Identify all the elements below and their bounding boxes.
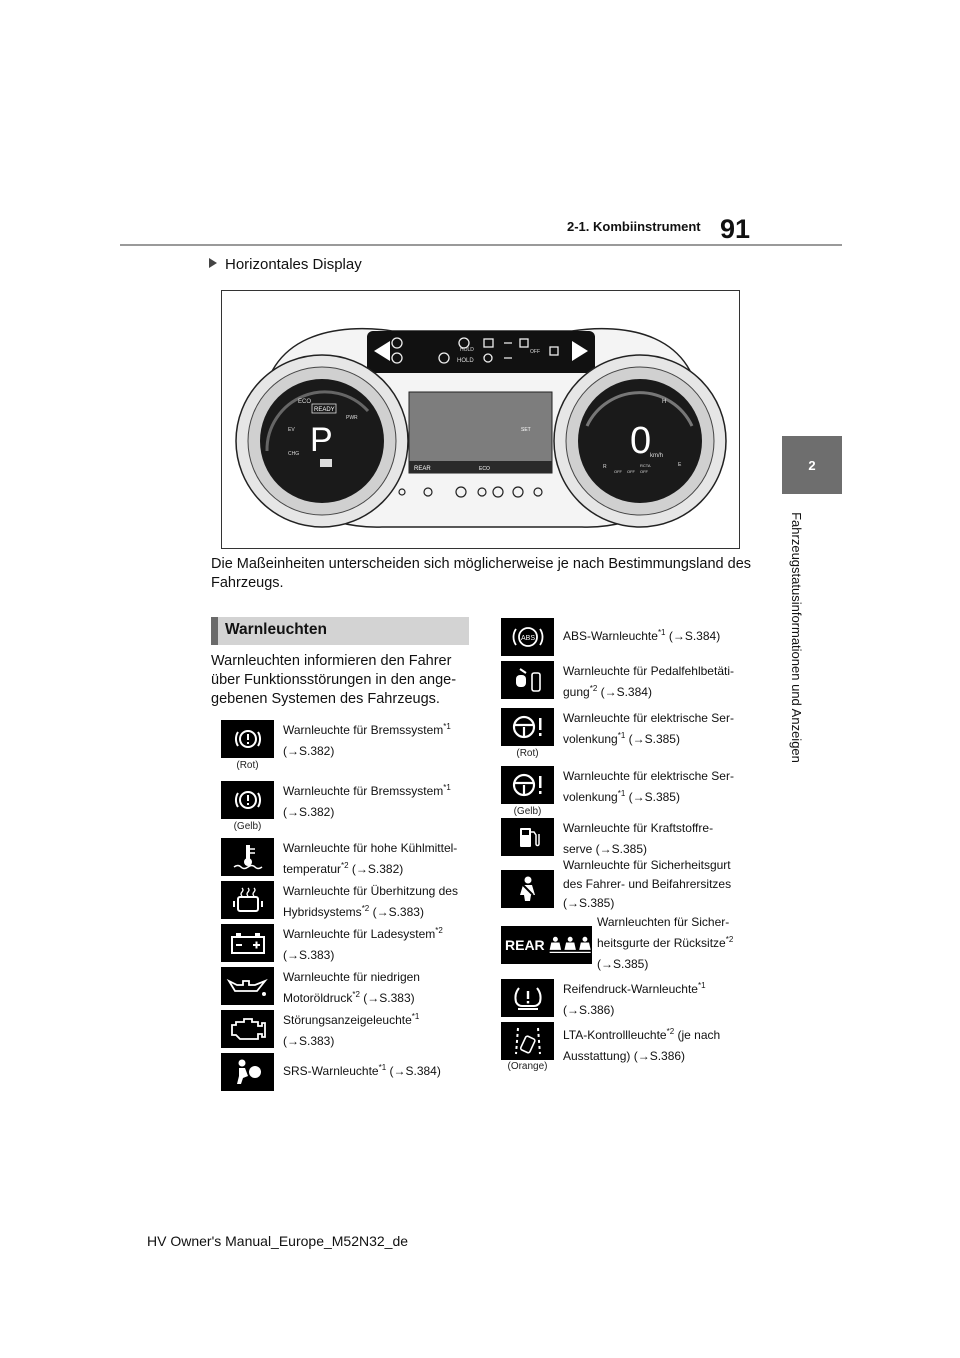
rcta-label: RCTA [640, 463, 651, 468]
color-caption: (Gelb) [513, 806, 542, 817]
warning-entry: Warnleuchte für Ladesystem*2(→S.383) [221, 924, 483, 964]
brake-warning-icon [221, 720, 274, 758]
off-label-3: OFF [640, 469, 649, 474]
abs-icon: ABS [501, 618, 554, 656]
warning-entry: (Rot) Warnleuchte für elektrische Ser-vo… [501, 708, 763, 759]
warning-entry: Reifendruck-Warnleuchte*1(→S.386) [501, 979, 763, 1019]
chapter-tab: 2 [782, 436, 842, 494]
entry-description: Störungsanzeigeleuchte*1(→S.383) [283, 1012, 420, 1049]
section-header-title: Warnleuchten [225, 621, 327, 638]
coolant-temperature-icon [221, 838, 274, 876]
tire-pressure-icon [501, 979, 554, 1017]
r-label: R [603, 464, 607, 470]
hybrid-overheat-icon [221, 881, 274, 919]
chapter-title: Fahrzeugstatusinformationen und Anzeigen [788, 512, 804, 763]
entry-description: Warnleuchte für Kraftstoffre-serve (→S.3… [563, 821, 714, 856]
eco-display-label: ECO [479, 466, 490, 472]
bullet-heading: Horizontales Display [209, 256, 362, 273]
gear-indicator: P [310, 421, 333, 459]
entry-description: Warnleuchte für Bremssystem*1(→S.382) [283, 783, 451, 820]
oil-pressure-icon [221, 967, 274, 1005]
turn-right-arrow-icon [572, 341, 588, 361]
entry-description: Warnleuchte für elektrische Ser-volenkun… [563, 711, 734, 746]
rear-seat-icons [549, 936, 591, 954]
chg-label: CHG [288, 451, 299, 457]
entry-description: ABS-Warnleuchte*1 (→S.384) [563, 628, 721, 644]
instrument-cluster-figure: HOLD HOLD OFF ECO READY PWR P EV CHG REA… [221, 290, 740, 549]
intro-paragraph: Warnleuchten informieren den Fahrer über… [211, 653, 457, 707]
eco-label: ECO [298, 399, 311, 405]
section-title: 2-1. Kombiinstrument [567, 219, 701, 234]
warning-entry: (Gelb) Warnleuchte für elektrische Ser-v… [501, 766, 763, 817]
battery-icon [221, 924, 274, 962]
section-header: Warnleuchten [211, 617, 469, 645]
seatbelt-icon [501, 870, 554, 908]
ready-label: READY [314, 407, 335, 413]
pwr-label: PWR [346, 415, 358, 421]
footer-text: HV Owner's Manual_Europe_M52N32_de [147, 1233, 409, 1249]
bullet-text: Horizontales Display [225, 256, 362, 273]
header-divider [120, 244, 842, 246]
lta-icon [501, 1022, 554, 1060]
pedal-misoperation-icon [501, 661, 554, 699]
color-caption: (Rot) [516, 748, 539, 759]
warning-entry: REAR Warnleuchten für Sicher-heitsgurte … [501, 915, 763, 971]
hold-top-label: HOLD [460, 347, 474, 353]
entry-description: Warnleuchte für Pedalfehlbetäti-gung*2 (… [563, 664, 734, 699]
rear-display-label: REAR [414, 466, 431, 472]
entry-description: SRS-Warnleuchte*1 (→S.384) [283, 1063, 441, 1079]
entry-description: Warnleuchte für Bremssystem*1(→S.382) [283, 722, 451, 759]
rear-seatbelt-icon: REAR [501, 926, 592, 964]
ev-label: EV [288, 427, 295, 433]
off-label-1: OFF [614, 469, 623, 474]
brake-warning-icon [221, 781, 274, 819]
page-number: 91 [720, 214, 751, 244]
warning-entry: Warnleuchte für hohe Kühlmittel-temperat… [221, 838, 483, 878]
fuel-icon [501, 818, 554, 856]
check-engine-icon [221, 1010, 274, 1048]
warning-entry: Warnleuchte für Pedalfehlbetäti-gung*2 (… [501, 661, 763, 701]
instrument-cluster-illustration: HOLD HOLD OFF ECO READY PWR P EV CHG REA… [235, 327, 727, 528]
rear-seatbelt-label: REAR [505, 937, 545, 953]
section-header-bar [211, 617, 218, 645]
entry-description: Warnleuchte für hohe Kühlmittel-temperat… [283, 841, 458, 876]
warning-entry: (Rot) Warnleuchte für Bremssystem*1(→S.3… [221, 720, 483, 771]
power-steering-icon [501, 766, 554, 804]
svg-text:ABS: ABS [521, 635, 535, 642]
set-label: SET [521, 427, 531, 433]
triangle-bullet-icon [209, 258, 217, 268]
chapter-side-label: Fahrzeugstatusinformationen und Anzeigen [781, 505, 811, 770]
color-caption: (Rot) [236, 760, 259, 771]
e-label: E [678, 462, 682, 468]
entry-description: Warnleuchte für elektrische Ser-volenkun… [563, 769, 734, 804]
warning-entry: (Gelb) Warnleuchte für Bremssystem*1(→S.… [221, 781, 483, 832]
entry-description: Reifendruck-Warnleuchte*1(→S.386) [563, 981, 706, 1018]
speed-unit: km/h [650, 453, 663, 459]
warning-entry: Störungsanzeigeleuchte*1(→S.383) [221, 1010, 483, 1050]
turn-left-arrow-icon [374, 341, 390, 361]
color-caption: (Gelb) [233, 821, 262, 832]
warning-entry: SRS-Warnleuchte*1 (→S.384) [221, 1053, 483, 1093]
h-label: H [662, 399, 666, 405]
warning-entry: Warnleuchte für Kraftstoffre-serve (→S.3… [501, 818, 763, 858]
speed-readout: 0 [630, 420, 651, 462]
color-caption: (Orange) [507, 1061, 548, 1072]
off-label-2: OFF [627, 469, 636, 474]
entry-description: Warnleuchten für Sicher-heitsgurte der R… [597, 915, 734, 971]
figure-caption: Die Maßeinheiten unterscheiden sich mögl… [211, 556, 752, 591]
power-steering-icon [501, 708, 554, 746]
warning-entry: ABS ABS-Warnleuchte*1 (→S.384) [501, 618, 763, 658]
entry-description: Warnleuchte für Ladesystem*2(→S.383) [283, 926, 443, 963]
hold-label: HOLD [457, 358, 474, 364]
srs-airbag-icon [221, 1053, 274, 1091]
off-top-label: OFF [530, 349, 540, 355]
